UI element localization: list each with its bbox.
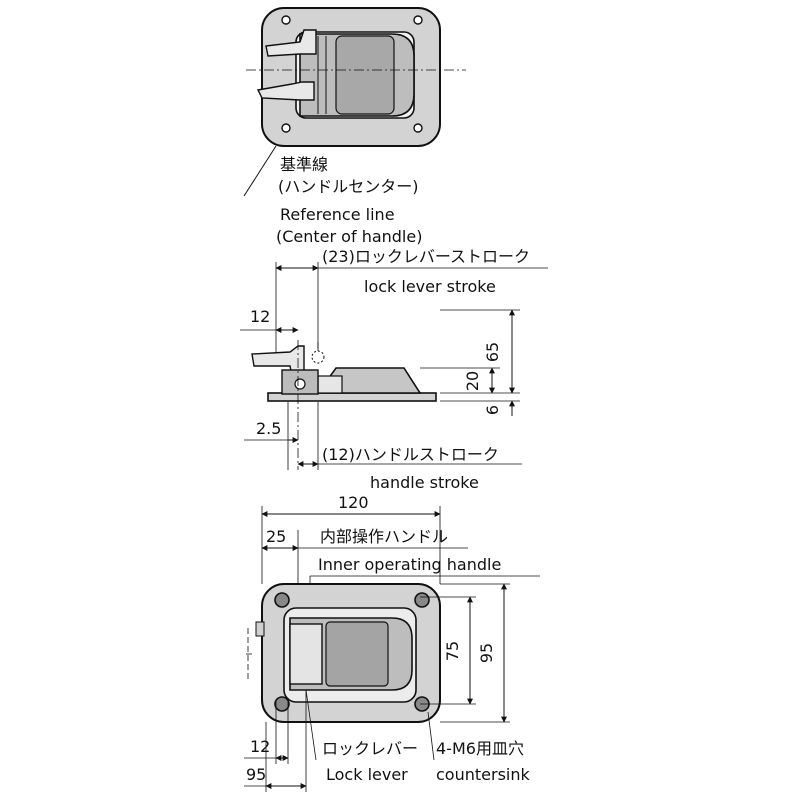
inner-handle-label-en: Inner operating handle — [318, 555, 501, 574]
dim-65: 65 — [483, 342, 502, 362]
front-view-lock-lever — [289, 623, 323, 685]
countersink-hole-icon — [274, 592, 290, 608]
screw-hole-icon — [281, 15, 291, 25]
ref-label-en-2: (Center of handle) — [276, 227, 422, 246]
ref-label-en-1: Reference line — [280, 205, 395, 224]
countersink-hole-icon — [414, 592, 430, 608]
dim-95-horizontal: 95 — [246, 765, 266, 784]
dim-20: 20 — [463, 371, 482, 391]
side-view — [240, 262, 548, 470]
front-view — [244, 506, 540, 792]
top-view-lock-lever-lower — [256, 81, 315, 101]
lock-lever-label-jp: ロックレバー — [322, 739, 418, 758]
screw-hole-icon — [413, 123, 423, 133]
reference-leader — [243, 145, 277, 197]
countersink-leader — [427, 711, 435, 761]
handle-stroke-label-en: handle stroke — [370, 473, 479, 492]
dim-2-5: 2.5 — [256, 419, 281, 438]
ref-label-jp-2: (ハンドルセンター) — [278, 177, 419, 196]
dim-12-side: 12 — [250, 307, 270, 326]
screw-hole-icon — [281, 123, 291, 133]
lock-stroke-label-en: lock lever stroke — [364, 277, 496, 296]
countersink-label-en: countersink — [436, 765, 530, 784]
top-view-handle-grip — [335, 35, 395, 115]
dim-75: 75 — [443, 641, 462, 661]
dim-6: 6 — [483, 405, 502, 415]
front-view-handle-grip — [325, 621, 389, 687]
dim-120: 120 — [338, 493, 369, 512]
ref-label-jp-1: 基準線 — [280, 155, 328, 174]
handle-stroke-label-jp: (12)ハンドルストローク — [322, 445, 499, 464]
lock-lever-leader — [305, 689, 317, 761]
dim-25: 25 — [266, 527, 286, 546]
countersink-label-jp: 4-M6用皿穴 — [436, 739, 524, 758]
lock-stroke-label-jp: (23)ロックレバーストローク — [322, 247, 530, 266]
top-view-lock-lever — [265, 29, 317, 57]
screw-hole-icon — [413, 15, 423, 25]
lock-lever-label-en: Lock lever — [326, 765, 408, 784]
dim-95-vertical: 95 — [477, 643, 496, 663]
inner-handle-label-jp: 内部操作ハンドル — [320, 527, 448, 546]
top-view — [243, 7, 466, 197]
countersink-hole-icon — [274, 696, 290, 712]
dim-12-bottom: 12 — [250, 737, 270, 756]
